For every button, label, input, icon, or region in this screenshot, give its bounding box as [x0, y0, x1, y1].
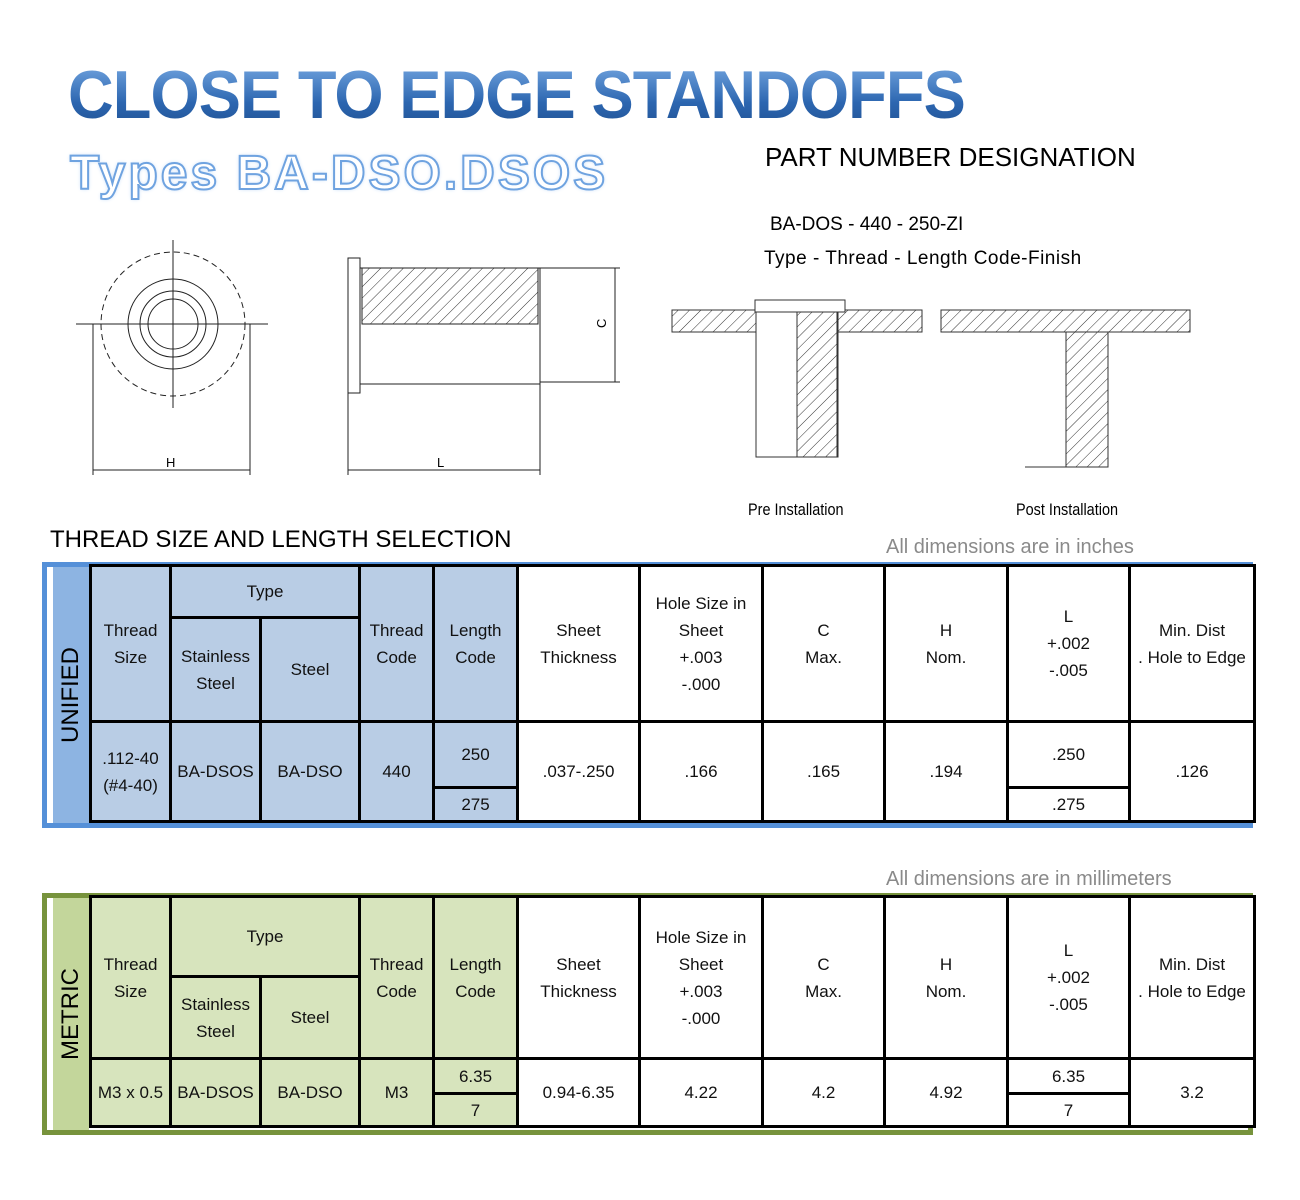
- page-title: CLOSE TO EDGE STANDOFFS: [68, 57, 966, 133]
- cell-thread-size: .112-40(#4-40): [89, 720, 172, 823]
- table-row: 275 .275: [91, 786, 1255, 823]
- cell-steel: BA-DSO: [258, 1057, 362, 1128]
- cell-steel: BA-DSO: [258, 720, 362, 823]
- cell-l: 7: [1006, 1092, 1132, 1128]
- cell-length-code: 7: [432, 1092, 520, 1128]
- header-l: L+.002-.005: [1006, 564, 1132, 723]
- unified-label-bar: UNIFIED: [53, 567, 89, 823]
- cell-h: .194: [883, 720, 1010, 823]
- cell-stainless: BA-DSOS: [169, 720, 262, 823]
- post-installation-drawing: [940, 309, 1191, 468]
- unified-label: UNIFIED: [57, 647, 84, 743]
- side-view-drawing: [347, 257, 620, 475]
- header-steel: Steel: [258, 975, 362, 1060]
- cell-sheet: .037-.250: [516, 720, 642, 823]
- cell-thread-code: 440: [358, 720, 436, 823]
- cell-hole: 4.22: [638, 1057, 765, 1128]
- cell-stainless: BA-DSOS: [169, 1057, 262, 1128]
- cell-c: 4.2: [761, 1057, 887, 1128]
- cell-min-dist: 3.2: [1128, 1057, 1257, 1128]
- cell-thread-size: M3 x 0.5: [89, 1057, 172, 1128]
- cell-h: 4.92: [883, 1057, 1010, 1128]
- header-min-dist: Min. Dist. Hole to Edge: [1128, 564, 1257, 723]
- pre-installation-caption: Pre Installation: [748, 500, 844, 519]
- technical-drawings: H L C: [76, 240, 1191, 475]
- header-l: L+.002-.005: [1006, 895, 1132, 1060]
- metric-units-note: All dimensions are in millimeters: [886, 868, 1172, 890]
- cell-c: .165: [761, 720, 887, 823]
- cell-l: 6.35: [1006, 1057, 1132, 1095]
- cell-length-code: 250: [432, 720, 520, 789]
- cell-length-code: 6.35: [432, 1057, 520, 1095]
- part-number-legend: Type - Thread - Length Code-Finish: [764, 248, 1082, 269]
- cell-min-dist: .126: [1128, 720, 1257, 823]
- dim-h-label: H: [166, 455, 175, 470]
- header-type: Type: [168, 895, 362, 978]
- post-installation-caption: Post Installation: [1016, 500, 1119, 519]
- header-min-dist: Min. Dist. Hole to Edge: [1128, 895, 1257, 1060]
- dim-c-label: C: [594, 319, 609, 328]
- metric-label-bar: METRIC: [53, 898, 89, 1130]
- part-number-example: BA-DOS - 440 - 250-ZI: [770, 214, 964, 235]
- page-subtitle: Types BA-DSO.DSOS: [69, 146, 609, 201]
- cell-thread-code: M3: [358, 1057, 436, 1128]
- cell-hole: .166: [638, 720, 765, 823]
- metric-label: METRIC: [57, 968, 84, 1060]
- cell-l: .250: [1006, 720, 1132, 789]
- part-number-heading: PART NUMBER DESIGNATION: [765, 142, 1136, 172]
- table-row: M3 x 0.5 BA-DSOS BA-DSO M3 6.35 0.94-6.3…: [89, 1057, 1257, 1128]
- table-row: 7 7: [91, 1092, 1255, 1128]
- cell-length-code: 275: [432, 786, 520, 823]
- table-row: .112-40(#4-40) BA-DSOS BA-DSO 440 250 .0…: [89, 720, 1257, 823]
- cell-sheet: 0.94-6.35: [516, 1057, 642, 1128]
- section-title: THREAD SIZE AND LENGTH SELECTION: [50, 526, 512, 553]
- pre-installation-drawing: [671, 299, 923, 458]
- header-steel: Steel: [258, 616, 362, 723]
- dim-l-label: L: [437, 455, 444, 470]
- top-view-drawing: [76, 240, 268, 475]
- header-type: Type: [168, 564, 362, 619]
- cell-l: .275: [1006, 786, 1132, 823]
- unified-units-note: All dimensions are in inches: [886, 536, 1134, 558]
